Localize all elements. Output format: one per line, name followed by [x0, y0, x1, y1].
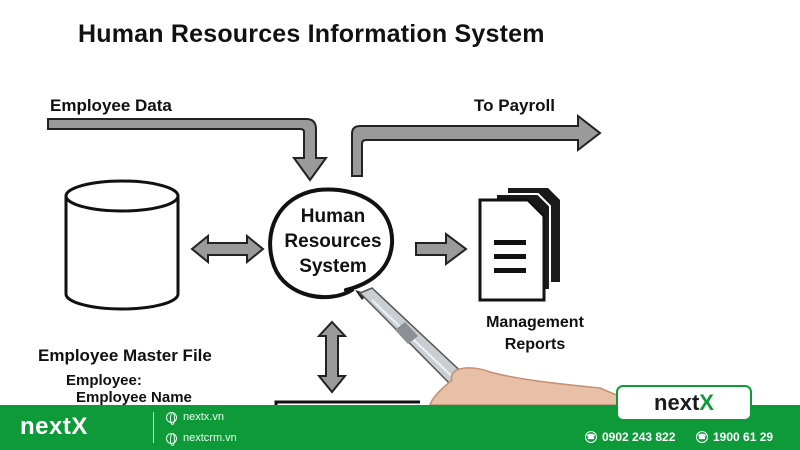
employee-data-arrow	[47, 118, 328, 182]
logo-prefix: next	[654, 390, 700, 415]
pen-illustration	[355, 287, 472, 394]
database-icon	[64, 179, 180, 311]
database-exchange-arrow	[190, 233, 265, 265]
system-process-circle	[268, 187, 395, 300]
phone-icon: ☎	[585, 431, 597, 443]
hotline-landline-number: 1900 61 29	[713, 430, 774, 444]
footer-brand: nextX	[20, 413, 88, 440]
to-payroll-label: To Payroll	[474, 96, 555, 115]
logo-text: nextX	[618, 390, 750, 416]
page-title: Human Resources Information System	[78, 20, 545, 48]
bottom-partial-box	[274, 400, 420, 405]
phone-icon: ☎	[696, 431, 708, 443]
system-node-label: Human Resources System	[284, 206, 382, 277]
hotline-landline[interactable]: ☎ 1900 61 29	[696, 430, 773, 444]
hand-illustration	[429, 367, 641, 406]
globe-icon	[166, 432, 177, 446]
downstream-exchange-arrow	[316, 320, 348, 394]
master-file-title: Employee Master File	[38, 346, 212, 365]
master-file-field-heading: Employee:	[66, 372, 142, 389]
master-file-field-item: Employee Name	[76, 389, 192, 406]
employee-data-label: Employee Data	[50, 96, 172, 115]
website-link-label: nextx.vn	[183, 411, 224, 423]
nextx-logo[interactable]: nextX	[616, 385, 752, 421]
website-link[interactable]: nextx.vn	[166, 411, 224, 425]
crm-link-label: nextcrm.vn	[183, 432, 237, 444]
reports-arrow	[415, 232, 468, 266]
management-reports-label: Management Reports	[486, 314, 584, 353]
hotline-mobile-number: 0902 243 822	[602, 430, 676, 444]
crm-link[interactable]: nextcrm.vn	[166, 432, 237, 446]
hotline-mobile[interactable]: ☎ 0902 243 822	[585, 430, 675, 444]
to-payroll-arrow	[351, 113, 602, 177]
reports-document-icon	[478, 188, 560, 302]
footer-divider	[153, 412, 154, 443]
logo-accent: X	[699, 390, 714, 415]
globe-icon	[166, 411, 177, 425]
